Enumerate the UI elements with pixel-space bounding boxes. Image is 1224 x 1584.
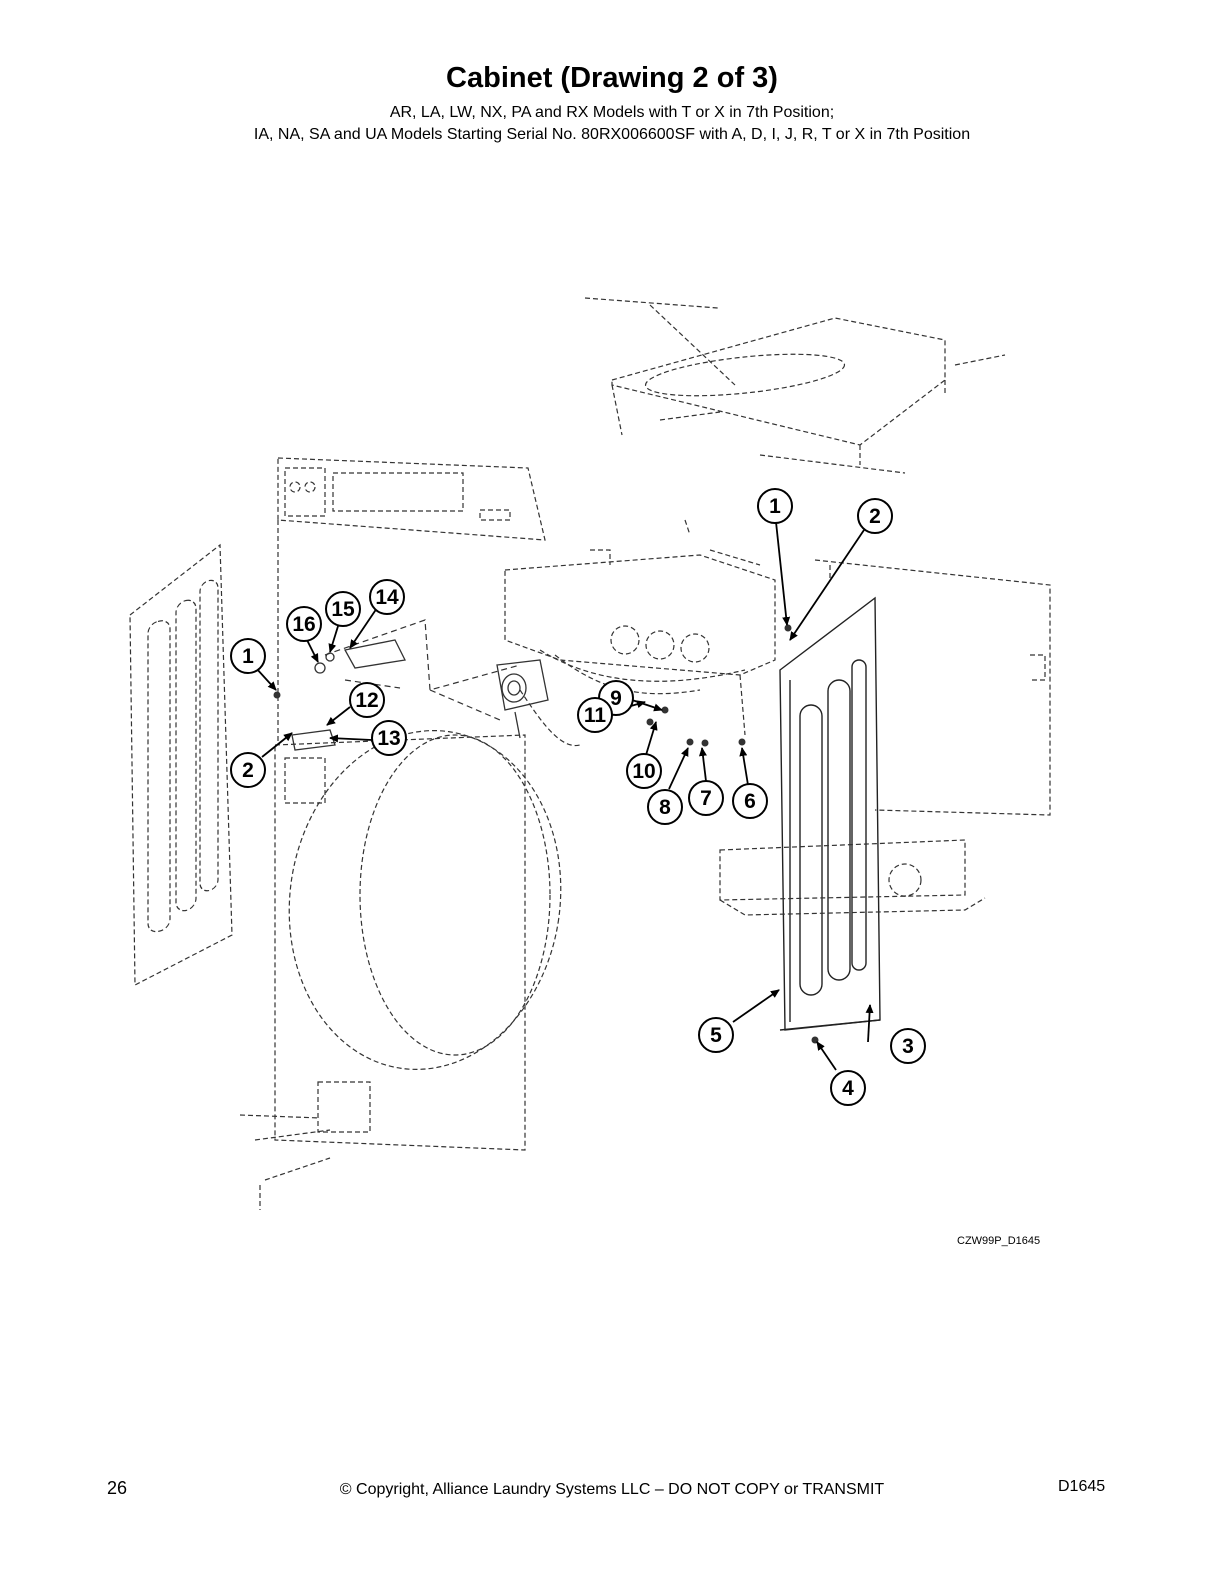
drawing-id: CZW99P_D1645	[957, 1235, 1041, 1247]
svg-text:7: 7	[700, 787, 712, 810]
callout-1-left: 1	[230, 638, 266, 674]
svg-text:13: 13	[377, 727, 400, 750]
page-number: 26	[107, 1478, 128, 1498]
svg-text:10: 10	[632, 760, 655, 783]
motor-assembly	[496, 659, 549, 739]
callout-3: 3	[890, 1028, 926, 1064]
callout-2-right: 2	[857, 498, 893, 534]
callout-16: 16	[286, 606, 322, 642]
document-number: D1645	[1058, 1478, 1106, 1495]
callout-6: 6	[732, 783, 768, 819]
svg-text:3: 3	[902, 1035, 914, 1058]
svg-text:8: 8	[659, 796, 671, 819]
svg-text:12: 12	[355, 689, 378, 712]
svg-text:11: 11	[584, 704, 607, 727]
svg-text:4: 4	[842, 1077, 854, 1100]
subtitle-line-1: AR, LA, LW, NX, PA and RX Models with T …	[389, 104, 835, 121]
svg-text:9: 9	[610, 687, 622, 710]
callout-8: 8	[647, 789, 683, 825]
callout-10: 10	[626, 753, 662, 789]
svg-text:5: 5	[710, 1024, 722, 1047]
callouts: 1 2 3 4 5 6 7 8	[230, 488, 926, 1106]
svg-text:14: 14	[375, 586, 399, 609]
callout-1-right: 1	[757, 488, 793, 524]
svg-text:16: 16	[292, 613, 315, 636]
front-panel	[239, 730, 562, 1210]
callout-2-left: 2	[230, 752, 266, 788]
svg-text:2: 2	[242, 759, 254, 782]
svg-text:2: 2	[869, 505, 881, 528]
control-console	[277, 457, 546, 745]
callout-13: 13	[371, 720, 407, 756]
subtitle-line-2: IA, NA, SA and UA Models Starting Serial…	[253, 126, 971, 143]
svg-text:15: 15	[331, 598, 355, 621]
callout-4: 4	[830, 1070, 866, 1106]
page-title: Cabinet (Drawing 2 of 3)	[446, 62, 778, 94]
callout-12: 12	[349, 682, 385, 718]
svg-text:1: 1	[769, 495, 781, 518]
inner-frame	[504, 519, 776, 747]
svg-text:6: 6	[744, 790, 756, 813]
lower-bracket	[719, 839, 986, 916]
callout-11: 11	[577, 697, 613, 733]
hinge-bracket	[291, 729, 336, 751]
callout-14: 14	[369, 579, 405, 615]
left-side-panel	[129, 543, 233, 986]
bracket-leaders	[324, 619, 521, 721]
callout-15: 15	[325, 591, 361, 627]
svg-text:1: 1	[242, 645, 254, 668]
callout-5: 5	[698, 1017, 734, 1053]
right-side-panel	[779, 596, 881, 1031]
rear-panel	[814, 559, 1051, 816]
copyright-notice: © Copyright, Alliance Laundry Systems LL…	[339, 1481, 885, 1498]
callout-7: 7	[688, 780, 724, 816]
top-cover	[584, 297, 1006, 474]
bracket-part	[314, 639, 406, 674]
